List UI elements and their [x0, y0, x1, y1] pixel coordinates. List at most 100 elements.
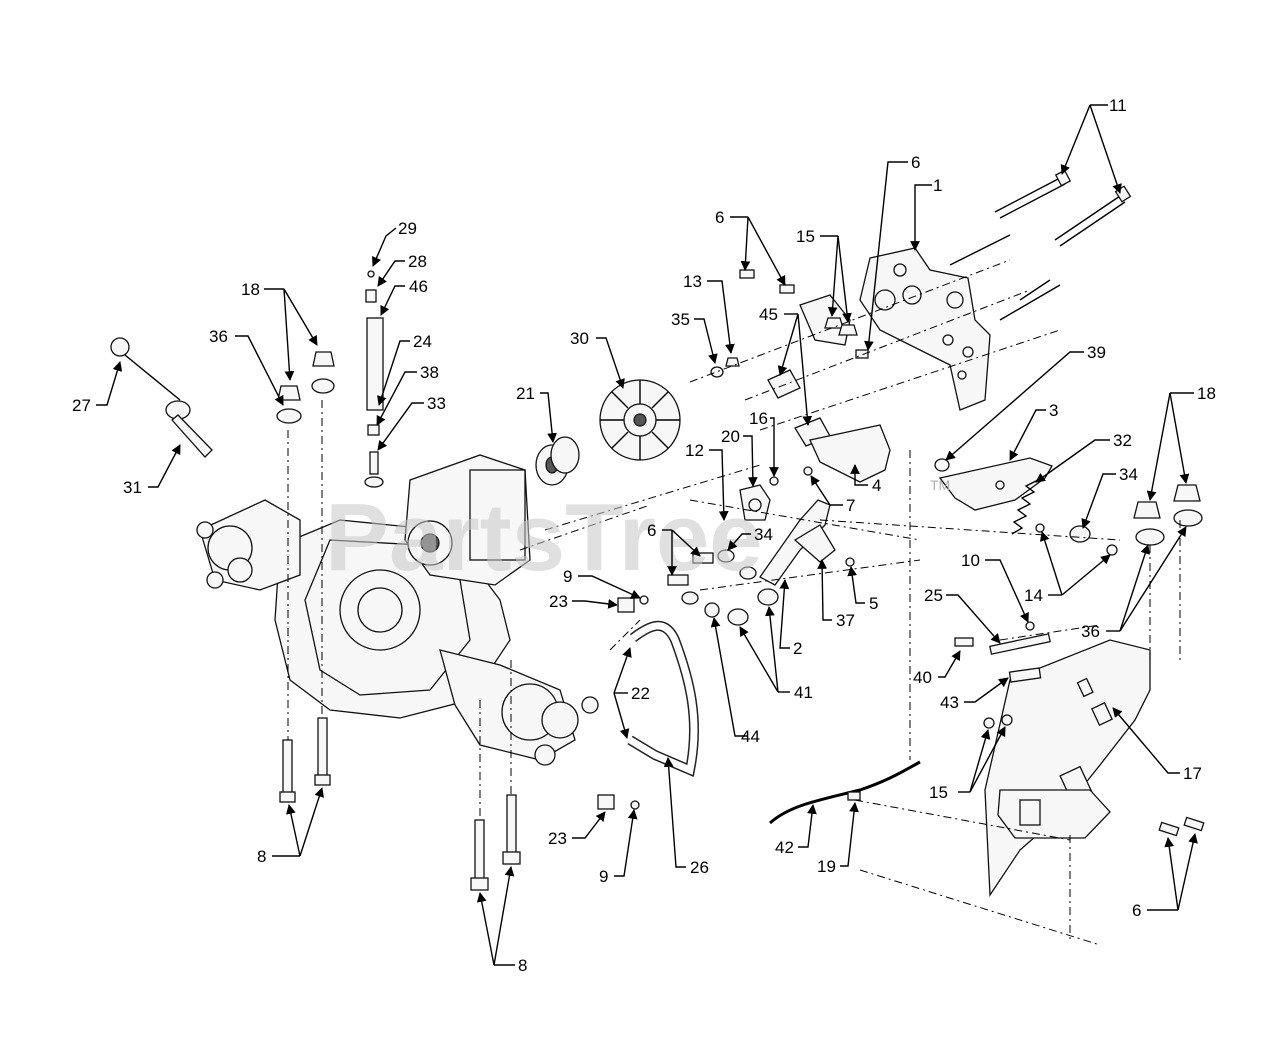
- watermark-text: PartsTree: [325, 484, 763, 591]
- callout-23-bottom: 23: [548, 829, 567, 848]
- washer-35: [710, 366, 724, 378]
- callout-22: 22: [631, 684, 650, 703]
- washer-34-a: [717, 549, 735, 563]
- callout-44: 44: [741, 727, 760, 746]
- bolt-6-mid: [855, 349, 869, 359]
- bolt-8-lower: [470, 660, 521, 891]
- callout-36-left: 36: [209, 327, 228, 346]
- transaxle-housing: [196, 454, 599, 766]
- callout-2: 2: [793, 639, 802, 658]
- callout-34-right: 34: [1119, 465, 1138, 484]
- callout-42: 42: [775, 838, 794, 857]
- callout-6-top-right: 6: [911, 153, 920, 172]
- callout-36-right: 36: [1081, 622, 1100, 641]
- clip-23-bottom: [597, 794, 615, 810]
- callout-1: 1: [933, 176, 942, 195]
- bolt-6-right-b: [1183, 816, 1205, 832]
- callout-21: 21: [516, 384, 535, 403]
- bolt-40: [954, 637, 974, 647]
- callout-10: 10: [961, 551, 980, 570]
- callout-25: 25: [924, 586, 943, 605]
- nut-18-left-2: [312, 351, 335, 367]
- callout-16: 16: [749, 409, 768, 428]
- callout-18-left: 18: [241, 280, 260, 299]
- washer-36-right-b: [1173, 509, 1203, 527]
- parts-illustration: [110, 169, 1205, 946]
- callout-27: 27: [72, 396, 91, 415]
- callout-45: 45: [759, 305, 778, 324]
- nut-18-right-b: [1173, 484, 1201, 502]
- nut-14-b: [1106, 544, 1118, 556]
- washer-34-right: [1069, 525, 1091, 543]
- nut-18-right-a: [1133, 501, 1161, 519]
- washer-39: [934, 458, 950, 472]
- nut-15-right-a: [983, 717, 995, 729]
- callout-29: 29: [398, 219, 417, 238]
- callout-35: 35: [671, 310, 690, 329]
- nut-15-b: [838, 324, 858, 336]
- callout-6-middle: 6: [647, 521, 656, 540]
- callout-7: 7: [846, 496, 855, 515]
- bolt-6-top-b: [779, 284, 795, 294]
- callout-39: 39: [1087, 343, 1106, 362]
- callout-9-top: 9: [563, 567, 572, 586]
- pulley-21-flange: [550, 436, 580, 474]
- callout-43: 43: [940, 693, 959, 712]
- washer-34-b: [739, 566, 757, 580]
- tube-46: [366, 317, 384, 411]
- callout-9-bottom: 9: [599, 867, 608, 886]
- cap-27: [110, 337, 130, 357]
- pin-6-a: [692, 552, 714, 564]
- nut-16: [769, 476, 779, 486]
- watermark: PartsTree TM: [325, 477, 950, 591]
- fan-30: [599, 379, 681, 461]
- callout-15-top: 15: [796, 227, 815, 246]
- bolt-6-right-a: [1158, 821, 1180, 837]
- bolt-6-top-a: [739, 269, 755, 279]
- nut-10: [1025, 621, 1035, 631]
- callout-34-middle: 34: [754, 525, 773, 544]
- callout-20: 20: [721, 427, 740, 446]
- callout-32: 32: [1113, 431, 1132, 450]
- nut-13: [725, 357, 740, 367]
- washer-36-right-a: [1135, 528, 1165, 546]
- tube-31: [171, 414, 213, 458]
- plate-1: [799, 294, 851, 346]
- clip-23-top: [617, 597, 635, 613]
- pin-6-b: [667, 574, 689, 586]
- callout-17: 17: [1183, 764, 1202, 783]
- callout-8-bottom: 8: [518, 956, 527, 975]
- callout-37: 37: [836, 611, 855, 630]
- rod-25: [989, 633, 1051, 655]
- callout-6-top: 6: [715, 208, 724, 227]
- callout-15-right: 15: [929, 783, 948, 802]
- callout-41: 41: [794, 683, 813, 702]
- clip-19: [847, 791, 861, 801]
- nut-15-right-b: [1001, 714, 1013, 726]
- bracket-1: [859, 247, 991, 411]
- callout-labels: 1 2 3 4 5 6 6 6 6 7 8 8 9 9 10 11 12 13 …: [72, 96, 1216, 975]
- washer-36-left: [276, 408, 302, 424]
- cap-29: [367, 270, 375, 278]
- washer-41-a: [681, 591, 699, 605]
- washer-41-b: [727, 608, 749, 626]
- fitting-33: [369, 451, 379, 475]
- callout-30: 30: [570, 329, 589, 348]
- screw-9-top: [639, 595, 649, 605]
- callout-33: 33: [427, 394, 446, 413]
- spring-32: [1011, 479, 1039, 535]
- callout-13: 13: [683, 272, 702, 291]
- callout-38: 38: [420, 363, 439, 382]
- callout-14: 14: [1024, 586, 1043, 605]
- callout-leaders: [96, 104, 1198, 966]
- callout-24: 24: [413, 332, 432, 351]
- washer-36-left-2: [311, 378, 335, 394]
- centerlines: [519, 259, 1181, 946]
- nut-18-left: [277, 385, 301, 401]
- callout-40: 40: [913, 668, 932, 687]
- bolt-8-left: [279, 400, 331, 803]
- bushing-44: [704, 602, 720, 618]
- callout-31: 31: [123, 478, 142, 497]
- callout-23-top: 23: [549, 592, 568, 611]
